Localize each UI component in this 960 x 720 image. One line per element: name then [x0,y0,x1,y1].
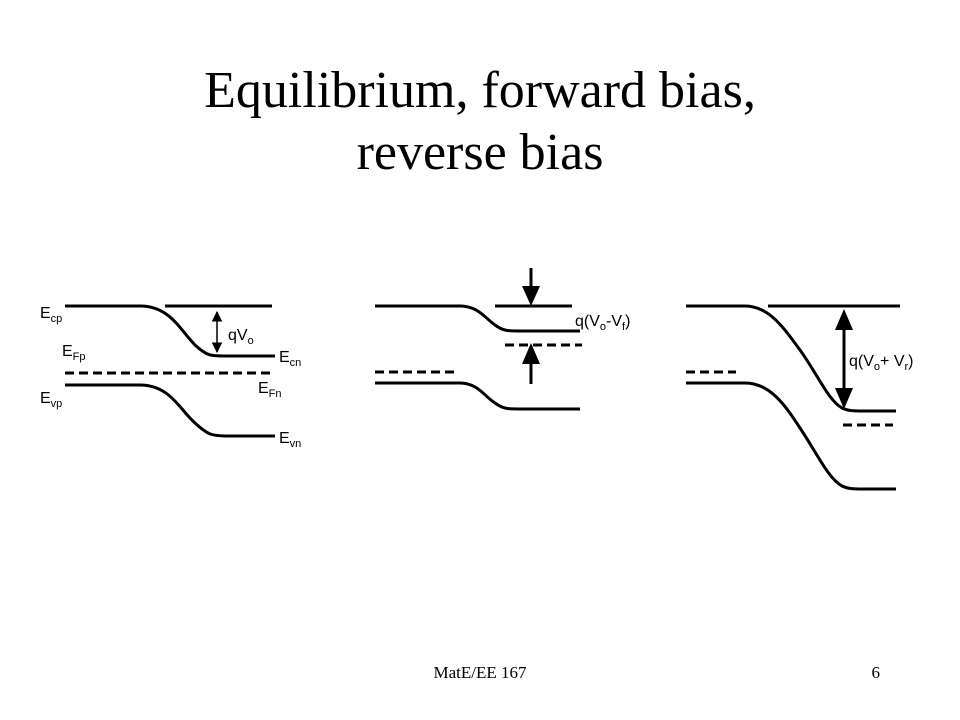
valence-band-forward [375,381,580,411]
barrier-arrow-head-top-reverse [835,309,853,330]
label-qvo: qVo [228,327,254,347]
conduction-band-reverse [686,304,896,413]
label-efn: EFn [258,380,282,400]
equilibrium-diagram: Ecp EFp Evp qVo Ecn EFn Evn [40,304,301,450]
label-ecn: Ecn [279,349,301,369]
label-ecp: Ecp [40,305,62,325]
footer-course: MatE/EE 167 [433,663,527,682]
label-evn: Evn [279,430,301,450]
label-evp: Evp [40,390,62,410]
page-number: 6 [871,663,881,682]
title-line-1: Equilibrium, forward bias, [204,62,756,119]
conduction-band-equilibrium [65,304,275,358]
valence-band-equilibrium [65,383,275,438]
valence-band-reverse [686,381,896,491]
arrow-head-down-forward [522,286,540,306]
label-reverse-barrier: q(Vo+ Vr) [849,353,914,373]
label-efp: EFp [62,343,86,363]
slide-title: Equilibrium, forward bias, reverse bias [0,60,960,185]
label-forward-barrier: q(Vo-Vf) [575,313,630,333]
title-line-2: reverse bias [356,124,604,182]
arrow-head-up-forward [522,343,540,364]
conduction-band-forward [375,304,580,333]
barrier-arrow-head-bottom-reverse [835,388,853,409]
reverse-bias-diagram: q(Vo+ Vr) [686,304,914,491]
forward-bias-diagram: q(Vo-Vf) [375,268,630,411]
